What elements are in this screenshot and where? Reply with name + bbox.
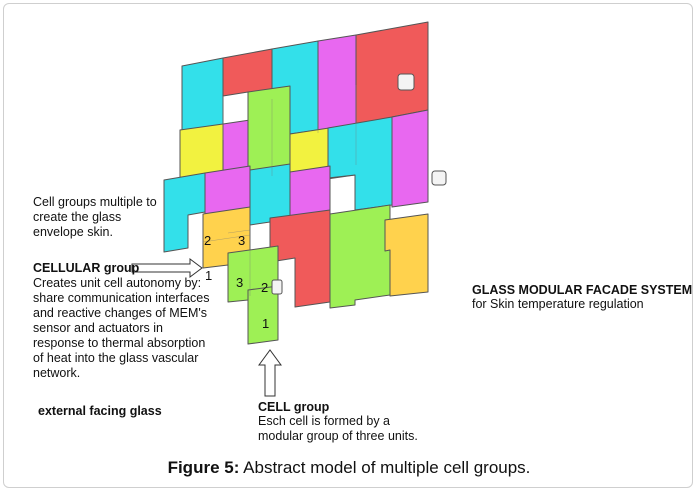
figure-frame [3, 3, 693, 488]
panel-magenta-right [391, 109, 429, 208]
cell-groups-note: Cell groups multiple to create the glass… [33, 195, 157, 239]
panel-yellow-lower-right [384, 213, 429, 297]
unit-number-1-bottom: 1 [262, 316, 269, 331]
unit-number-1-left: 1 [205, 268, 212, 283]
sensor-module-right [431, 170, 447, 186]
sensor-module-top [397, 73, 415, 91]
facade-system-title: GLASS MODULAR FACADE SYSTEM [472, 283, 693, 297]
sensor-module-cell [271, 279, 283, 295]
panel-cyan-center-right [327, 116, 393, 211]
cellular-group-desc: Creates unit cell autonomy by: share com… [33, 276, 210, 380]
external-facing-glass-label: external facing glass [38, 404, 162, 418]
cellular-group-title: CELLULAR group [33, 261, 140, 275]
panel-cyan-lower-left [163, 172, 206, 253]
cellular-group-arrow [131, 258, 203, 278]
facade-system-subtitle: for Skin temperature regulation [472, 297, 644, 311]
panel-magenta-top [317, 34, 357, 134]
cell-group-arrow [258, 349, 282, 397]
unit-number-3-lower: 3 [236, 275, 243, 290]
figure-caption-text: Abstract model of multiple cell groups. [239, 458, 531, 477]
cell-unit-1-bottom [247, 285, 279, 345]
panel-green-lower-right [329, 204, 391, 309]
unit-number-3-upper: 3 [238, 233, 245, 248]
cell-group-title: CELL group [258, 400, 330, 414]
figure-caption: Figure 5: Abstract model of multiple cel… [0, 458, 698, 478]
unit-number-2-upper: 2 [204, 233, 211, 248]
figure-caption-prefix: Figure 5: [167, 458, 240, 477]
unit-number-2-lower: 2 [261, 280, 268, 295]
cell-group-desc: Esch cell is formed by a modular group o… [258, 414, 418, 443]
